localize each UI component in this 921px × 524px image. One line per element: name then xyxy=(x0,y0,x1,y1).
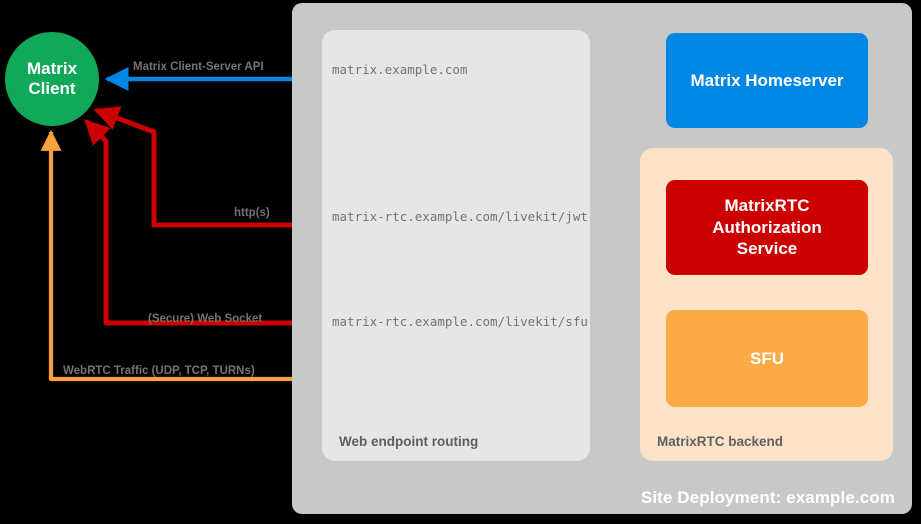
node-sfu[interactable]: SFU xyxy=(666,310,868,407)
matrix-client-label-line1: Matrix xyxy=(26,58,78,78)
node-matrix-homeserver[interactable]: Matrix Homeserver xyxy=(666,33,868,128)
matrix-homeserver-label: Matrix Homeserver xyxy=(690,70,844,90)
web-endpoint-routing-label: Web endpoint routing xyxy=(339,434,479,449)
auth-service-label-line3: Service xyxy=(736,239,798,259)
endpoint-label-livekit-jwt: matrix-rtc.example.com/livekit/jwt xyxy=(332,209,588,224)
matrix-client-label-line2: Client xyxy=(28,79,76,98)
auth-service-label-line2: Authorization xyxy=(712,217,822,237)
site-deployment-label: Site Deployment: example.com xyxy=(640,488,895,507)
matrixrtc-backend-label: MatrixRTC backend xyxy=(657,434,784,449)
edge-label-webrtc-traffic: WebRTC Traffic (UDP, TCP, TURNs) xyxy=(63,365,255,377)
edge-label-secure-web-socket: (Secure) Web Socket xyxy=(148,313,263,325)
sfu-label: SFU xyxy=(750,348,784,368)
edge-label-http-s: http(s) xyxy=(234,207,270,219)
web-endpoint-routing-panel: Web endpoint routing xyxy=(322,30,590,461)
auth-service-label-line1: MatrixRTC xyxy=(724,195,810,215)
endpoint-label-livekit-sfu: matrix-rtc.example.com/livekit/sfu xyxy=(332,314,588,329)
node-matrix-client[interactable]: Matrix Client xyxy=(5,32,99,126)
node-matrixrtc-authorization-service[interactable]: MatrixRTC Authorization Service xyxy=(666,180,868,275)
edge-label-matrix-client-server-api: Matrix Client-Server API xyxy=(133,61,264,73)
endpoint-label-matrix-example-com: matrix.example.com xyxy=(332,62,468,77)
